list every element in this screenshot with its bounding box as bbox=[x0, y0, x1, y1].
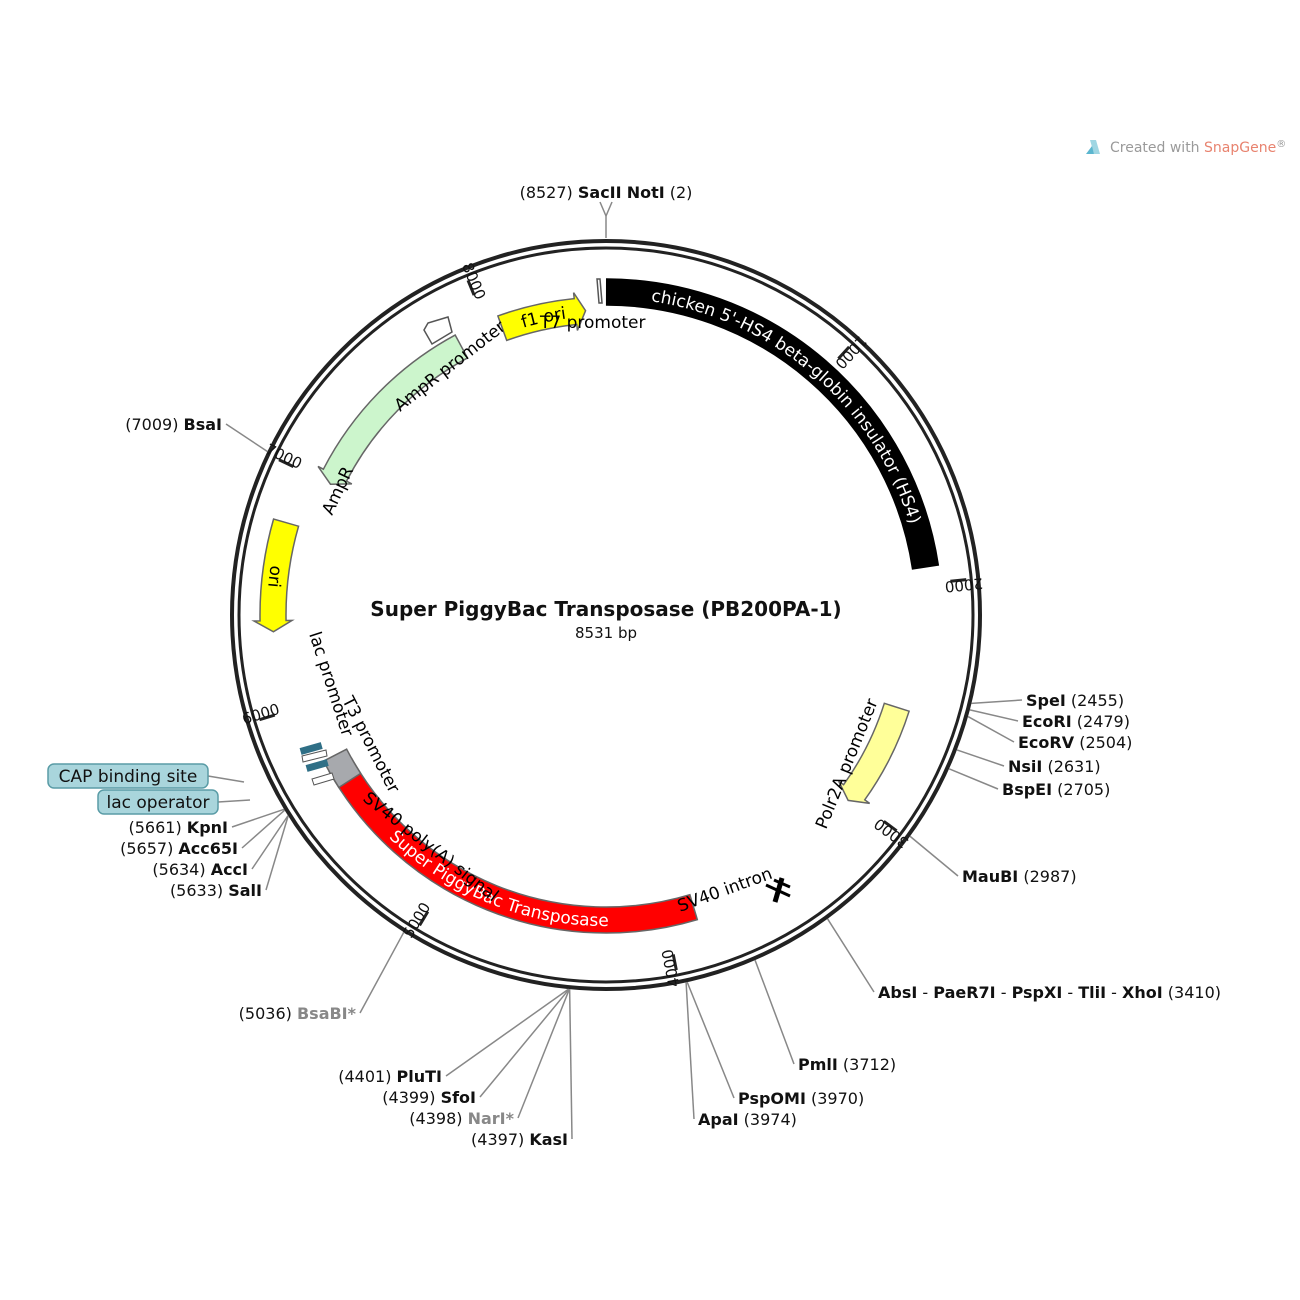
site-label-ecorv: EcoRV (2504) bbox=[1018, 733, 1132, 752]
tick-label-4000: 4000 bbox=[658, 948, 683, 989]
restriction-site-labels: (8527) SacII NotI (2) (7009) BsaI SpeI (24… bbox=[120, 183, 1221, 1149]
f1ori-feature bbox=[496, 292, 587, 342]
sv40pa-label: SV40 poly(A) signal bbox=[359, 788, 502, 906]
site-label-nari: (4398) NarI* bbox=[409, 1109, 514, 1128]
site-line-pluti bbox=[445, 988, 569, 1077]
tick-7000 bbox=[278, 458, 295, 468]
site-line-bsai bbox=[225, 423, 268, 453]
site-line-spei bbox=[971, 699, 1023, 705]
hs4-feature bbox=[605, 278, 940, 570]
site-line-bsabi bbox=[359, 931, 405, 1014]
site-line-sali bbox=[265, 815, 289, 891]
site-label-pmli: PmlI (3712) bbox=[798, 1055, 896, 1074]
lac-operator-mark bbox=[305, 759, 329, 772]
site-line-ecori bbox=[969, 709, 1019, 722]
site-label-ecori: EcoRI (2479) bbox=[1022, 712, 1130, 731]
lac-promoter-arrow bbox=[301, 749, 328, 763]
amprpromoter-arrow bbox=[423, 316, 453, 346]
tick-1000 bbox=[837, 345, 851, 360]
ori-inside-label: ori bbox=[263, 564, 285, 588]
site-line-pspomi bbox=[686, 981, 735, 1099]
backbone-outer bbox=[230, 239, 982, 991]
site-label-maubi: MauBI (2987) bbox=[962, 867, 1077, 886]
t7-promoter-label: T7 promoter bbox=[539, 313, 646, 333]
site-label-top: (8527) SacII NotI (2) bbox=[520, 183, 693, 202]
site-label-spei: SpeI (2455) bbox=[1026, 691, 1124, 710]
sv40intron-label: SV40 intron bbox=[675, 864, 775, 917]
snapgene-logo-icon bbox=[1090, 140, 1100, 154]
snapgene-credit: Created with SnapGene® bbox=[1086, 139, 1286, 156]
site-line-kpni bbox=[231, 808, 285, 828]
site-leader-lines bbox=[207, 201, 1023, 1140]
lac-region bbox=[299, 742, 335, 786]
site-label-sali: (5633) SalI bbox=[170, 881, 262, 900]
site-line-acc65i bbox=[241, 809, 286, 849]
tick-label-6000: 6000 bbox=[240, 700, 282, 728]
site-label-bspei: BspEI (2705) bbox=[1002, 780, 1110, 799]
site-label-bsai: (7009) BsaI bbox=[125, 415, 222, 434]
lac-operator-label: lac operator bbox=[106, 793, 209, 813]
site-line-bspei bbox=[948, 768, 999, 790]
tick-6000 bbox=[259, 713, 276, 722]
site-label-acc65i: (5657) Acc65I bbox=[120, 839, 238, 858]
lac-operator-box: lac operator bbox=[97, 789, 219, 815]
ori-feature bbox=[251, 518, 300, 633]
site-label-pspomi: PspOMI (3970) bbox=[738, 1089, 864, 1108]
cap-binding-site-box: CAP binding site bbox=[47, 763, 209, 789]
site-label-nsii: NsiI (2631) bbox=[1008, 757, 1101, 776]
cap-binding-site-label: CAP binding site bbox=[59, 767, 198, 787]
site-label-kpni: (5661) KpnI bbox=[129, 818, 229, 837]
tick-label-8000: 8000 bbox=[458, 260, 489, 302]
tick-2000 bbox=[950, 578, 967, 583]
backbone-inner bbox=[237, 246, 975, 984]
tick-label-1000: 1000 bbox=[831, 332, 870, 372]
cap-box-line bbox=[207, 775, 245, 783]
site-line-pmli bbox=[754, 959, 795, 1065]
site-line-top-b bbox=[605, 201, 613, 217]
site-line-kasi bbox=[568, 989, 573, 1140]
site-label-xhoi: AbsI - PaeR7I - PspXI - TliI - XhoI (341… bbox=[878, 983, 1221, 1002]
polr2a-feature bbox=[838, 702, 911, 805]
site-line-ecorv bbox=[967, 715, 1015, 743]
site-line-acci bbox=[251, 815, 289, 870]
t7-promoter-arrow bbox=[596, 278, 603, 304]
ampr-feature bbox=[317, 334, 469, 485]
site-label-pluti: (4401) PluTI bbox=[338, 1067, 442, 1086]
snapgene-logo-accent-icon bbox=[1086, 146, 1094, 154]
site-line-apai bbox=[685, 982, 695, 1120]
cap-site-mark bbox=[299, 742, 323, 755]
sv40-intron bbox=[765, 877, 791, 903]
tick-label-2000: 2000 bbox=[944, 574, 984, 596]
site-line-xhoi bbox=[826, 918, 875, 993]
tick-8000 bbox=[466, 279, 476, 296]
credit-text: Created with SnapGene® bbox=[1110, 139, 1286, 156]
site-line-nsii bbox=[956, 749, 1005, 767]
site-line-maubi bbox=[909, 835, 959, 877]
site-label-acci: (5634) AccI bbox=[152, 860, 248, 879]
site-line-nari bbox=[517, 988, 571, 1119]
t3-promoter-arrow bbox=[311, 772, 335, 786]
tick-5000 bbox=[418, 910, 430, 927]
plasmid-name: Super PiggyBac Transposase (PB200PA-1) bbox=[370, 597, 841, 621]
plasmid-size: 8531 bp bbox=[575, 624, 637, 642]
site-label-kasi: (4397) KasI bbox=[471, 1130, 568, 1149]
site-line-top-a bbox=[599, 201, 607, 217]
lacop-box-line bbox=[217, 799, 251, 803]
tick-4000 bbox=[671, 954, 678, 971]
site-label-apai: ApaI (3974) bbox=[698, 1110, 797, 1129]
site-label-bsabi: (5036) BsaBI* bbox=[239, 1004, 357, 1023]
site-label-sfoi: (4399) SfoI bbox=[382, 1088, 476, 1107]
hs4-inside-label: chicken 5'-HS4 beta-globin insulator (HS… bbox=[650, 286, 924, 526]
site-line-sfoi bbox=[479, 988, 570, 1098]
tick-3000 bbox=[882, 820, 898, 833]
